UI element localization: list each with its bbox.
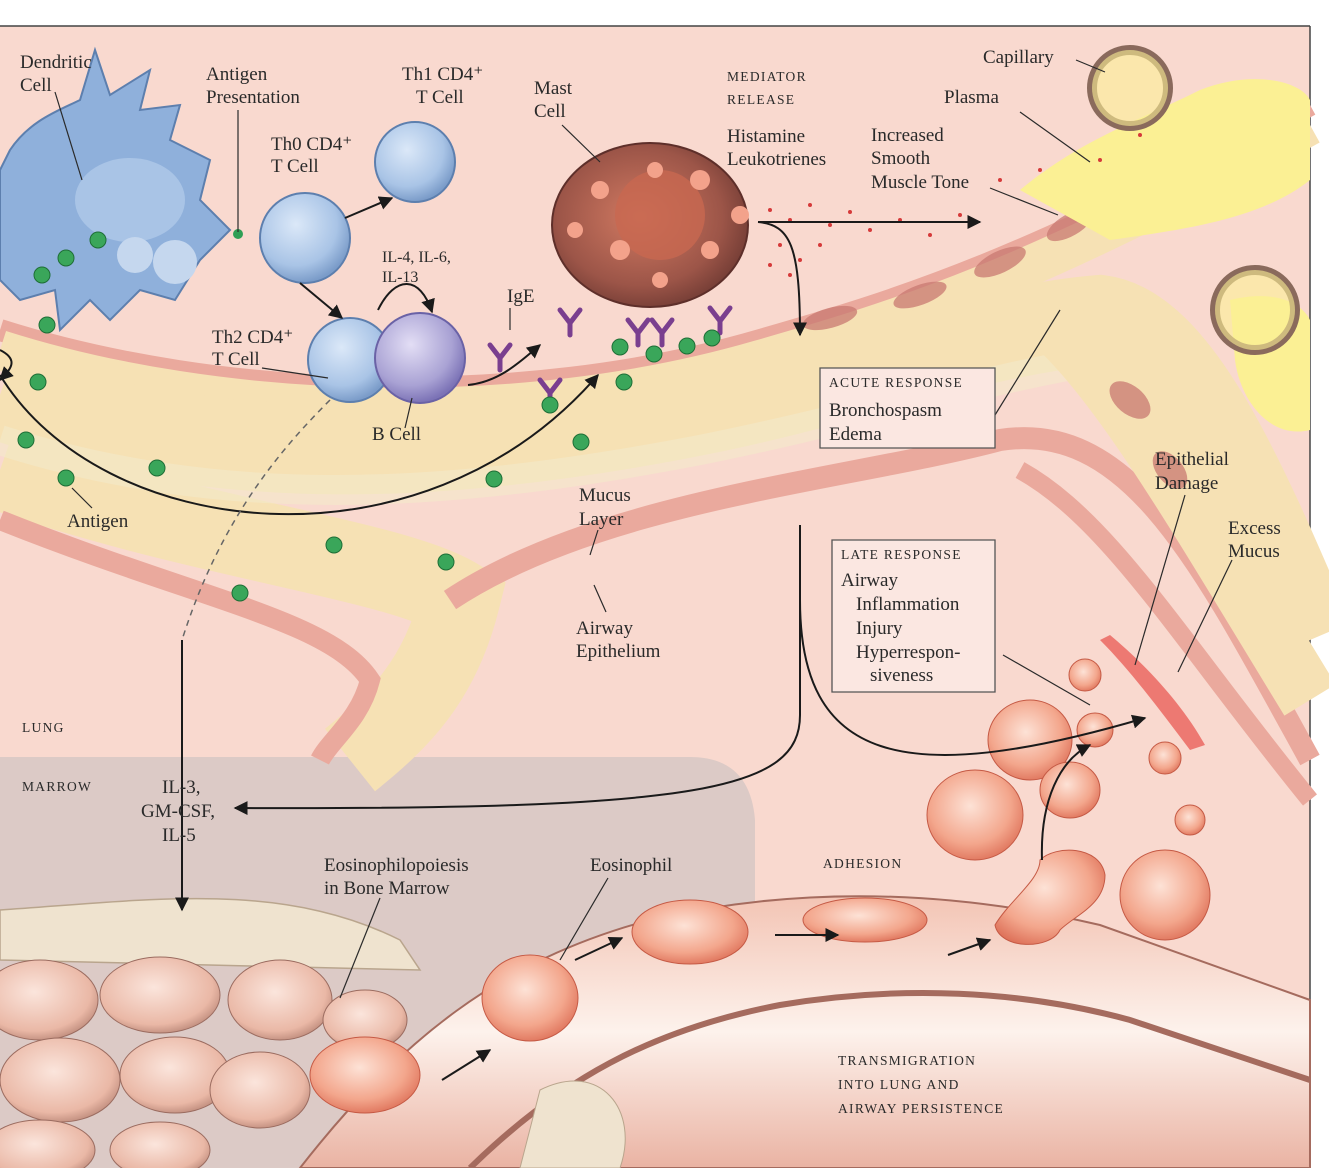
- th1-cell-label: Th1 CD4⁺T Cell: [402, 64, 483, 108]
- eosinophil-label: Eosinophil: [590, 855, 672, 876]
- lung-label: LUNG: [22, 720, 65, 735]
- late-response-box: [831, 539, 996, 693]
- plasma-label: Plasma: [944, 87, 999, 108]
- cytokines-label: IL-3,GM-CSF,IL-5: [141, 777, 215, 846]
- antigen-label: Antigen: [67, 511, 129, 532]
- acute-response-box: [819, 367, 996, 449]
- ige-label: IgE: [507, 286, 534, 307]
- marrow-label: MARROW: [22, 779, 92, 794]
- b-cell: [374, 312, 466, 404]
- th2-cell-label: Th2 CD4⁺T Cell: [212, 327, 293, 370]
- capillary-label: Capillary: [983, 47, 1054, 68]
- antigens: [17, 231, 721, 602]
- interleukins-label: IL-4, IL-6,IL-13: [382, 249, 451, 286]
- b-cell-label: B Cell: [372, 424, 421, 445]
- leader-lines: [54, 59, 1233, 999]
- acute-response-title: ACUTE RESPONSE: [829, 375, 963, 390]
- eosinophils: [309, 658, 1211, 1114]
- mast-cell: [551, 142, 749, 308]
- capillaries: [1020, 45, 1310, 432]
- th0-t-cell: [259, 192, 351, 284]
- arrows: [0, 196, 1147, 1081]
- th0-cell-label: Th0 CD4⁺T Cell: [271, 134, 352, 177]
- th1-t-cell: [374, 121, 456, 203]
- mediator-granules: [768, 133, 1142, 277]
- bone-marrow-cells: [0, 897, 422, 1173]
- late-response-title: LATE RESPONSE: [841, 547, 962, 562]
- dendritic-cell: [0, 46, 243, 333]
- adhesion-label: ADHESION: [823, 856, 902, 871]
- epithelial-damage-site: [1100, 635, 1205, 750]
